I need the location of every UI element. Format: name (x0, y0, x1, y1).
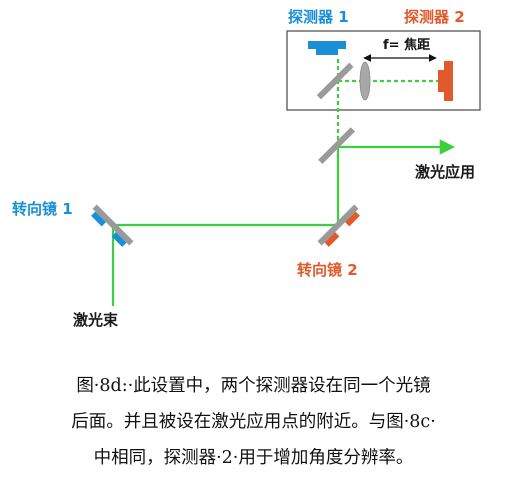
caption-line-2: 后面。并且被设在激光应用点的附近。与图·8c· (71, 412, 436, 432)
steering-mirror-2-label: 转向镜 2 (297, 261, 358, 279)
figure-caption: 图·8d:·此设置中，两个探测器设在同一个光镜 后面。并且被设在激光应用点的附近… (0, 368, 507, 476)
steering-mirror-1 (91, 204, 134, 247)
detector-2-label: 探测器 2 (404, 8, 465, 26)
caption-line-1: 图·8d:·此设置中，两个探测器设在同一个光镜 (76, 376, 431, 396)
laser-beam-label: 激光束 (73, 311, 119, 329)
pickoff-mirror (318, 127, 355, 164)
focusing-lens (359, 61, 371, 101)
caption-line-3: 中相同，探测器·2·用于增加角度分辨率。 (93, 448, 414, 468)
setup-diagram: 探测器 1 探测器 2 f= 焦距 激光应用 转向镜 1 转向镜 2 激光束 (12, 8, 481, 329)
steering-mirror-1-label: 转向镜 1 (12, 200, 73, 218)
beam-splitter-mirror (316, 62, 354, 100)
detector-2 (438, 61, 453, 101)
laser-application-label: 激光应用 (415, 163, 475, 181)
detector-1 (308, 41, 346, 55)
laser-beam-paths (111, 58, 456, 306)
focal-length-label: f= 焦距 (383, 37, 430, 53)
detector-1-label: 探测器 1 (288, 8, 349, 26)
steering-mirror-2 (317, 204, 360, 247)
